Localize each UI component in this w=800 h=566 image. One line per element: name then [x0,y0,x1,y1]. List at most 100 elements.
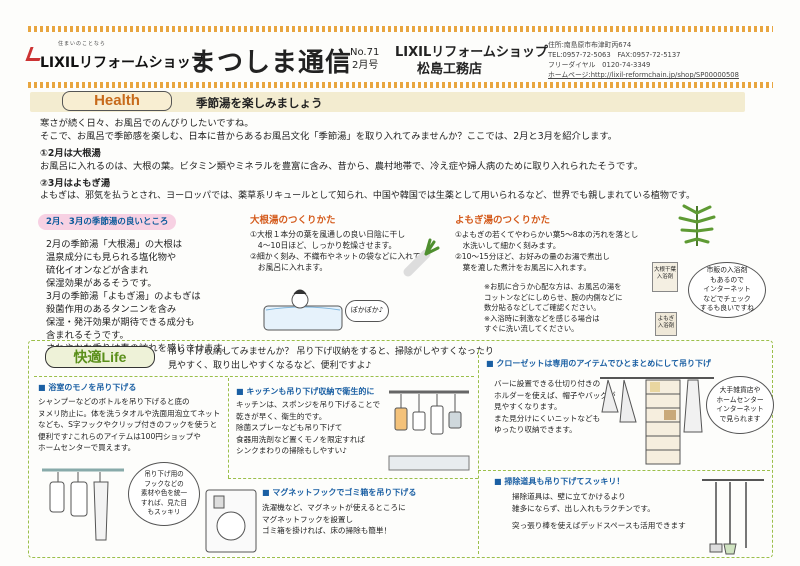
package-label: 大根干葉 [653,267,676,273]
bubble-line: インターネット [703,285,751,294]
yomogi-recipe: ①よもぎの若くてやわらかい葉5～8本の汚れを落とし 水洗いして細かく刻みます。 … [455,229,638,273]
kaiteki-intro-2: 見やすく、取り出しやすくなるなど、便利ですよ♪ [168,361,372,371]
closet-organizer-icon [600,377,714,465]
daikon-step: ①大根１本分の葉を風通しの良い日陰に干し [250,230,406,239]
kaiteki-life-label: 快適Life [45,346,155,368]
notice-line: ※お肌に合うか心配な方は、お風呂の湯を [484,282,622,291]
feb-heading: ①2月は大根湯 [40,148,101,159]
homepage-link[interactable]: ホームページ:http://lixil-reformchain.jp/shop/… [548,71,739,79]
shop-name-line1: LIXILリフォームショップ [395,45,548,60]
yomogi-recipe-title: よもぎ湯のつくりかた [455,215,551,226]
magnet-line: 洗濯機など、マグネットが使えるところに [262,503,406,512]
issue-info: No.71 2月号 [350,46,379,72]
cleaning-tools-icon [702,479,764,555]
bath-line: ヌメリ防止に。体を洗うタオルや洗面用泡立てネット [38,408,221,418]
closet-tip-bubble: 大手雑貨店や ホームセンター インターネット で見られます [706,376,774,434]
clean-line: 掃除道具は、壁に立てかけるより [512,492,626,501]
kitchen-line: 乾きが早く、衛生的です。 [236,411,327,421]
magnet-hook-heading: マグネットフックでゴミ箱を吊り下げる [262,487,416,498]
magnet-line: ゴミ箱を掛ければ、床の掃除も簡単！ [262,526,392,535]
bubble-line: 大手雑貨店や [719,386,761,394]
bath-hang-heading: 浴室のモノを吊り下げる [38,382,136,393]
kitchen-line: キッチンは、スポンジを吊り下げることで [236,400,381,409]
free-dial: フリーダイヤル 0120-74-3349 [548,61,651,69]
bath-line: 便利です♪これらのアイテムは100円ショップや [38,431,201,441]
header-bottom-stripe [28,82,773,88]
kitchen-hang-heading: キッチンも吊り下げ収納で衛生的に [236,386,374,397]
closet-line: また見分けにくいニットなども [494,413,601,423]
health-title: 季節湯を楽しみましょう [196,96,323,110]
clean-line: 突っ張り棒を使えばデッドスペースも活用できます [512,521,686,530]
magnet-line: マグネットフックを設置し [262,514,354,524]
bath-hanging-rod-icon [42,468,124,541]
kitchen-line: 除菌スプレーなども吊り下げて [236,423,343,432]
daikon-recipe-title: 大根湯のつくりかた [250,215,336,226]
yomogi-package: よもぎ 入浴剤 [655,312,677,336]
closet-line: ホルダーを使えば、帽子やバッグが [494,390,616,400]
mar-heading: ②3月はよもぎ湯 [40,178,111,189]
divider [34,376,474,377]
clean-line: 雑多にならず、出し入れもラクチンです。 [512,503,655,513]
closet-line: バーに設置できる仕切り付きの [494,379,601,388]
closet-hang-text: バーに設置できる仕切り付きの ホルダーを使えば、帽子やバッグが 見やすくなります… [494,378,616,436]
kitchen-hang-text: キッチンは、スポンジを吊り下げることで 乾きが早く、衛生的です。 除菌スプレーな… [236,399,380,457]
lixil-logo: LIXILリフォームショップ [40,55,205,71]
issue-month: 2月号 [352,60,379,71]
benefit-line: 含まれるそうです。 [46,330,129,341]
benefit-line: 2月の季節湯「大根湯」の大根は [46,239,183,250]
package-label: よもぎ [657,316,675,322]
notice-line: 数分貼るなどしてご確認ください。 [484,303,601,312]
benefit-line: 温泉成分にも見られる塩化物や [46,252,177,263]
net-bubble: 市販の入浴剤 もあるので インターネット などでチェック するも良いですね [688,262,766,318]
yomogi-step: 葉を漉した煮汁をお風呂に入れます。 [455,263,591,272]
benefit-line: 保湿・発汗効果が期待できる成分も [46,317,195,328]
closet-line: ゆったり収納できます。 [494,425,577,434]
daikon-step: お風呂に入れます。 [250,263,328,272]
notice: ※お肌に合うか心配な方は、お風呂の湯を コットンなどにしめらせ、腕の内側などに … [484,282,623,335]
bubble-line: ホームセンター [716,395,764,404]
daikon-step: 4～10日ほど、しっかり乾燥させます。 [250,241,397,250]
divider [478,470,770,471]
package-label: 入浴剤 [656,274,674,280]
benefit-line: 硫化イオンなどが含まれ [46,265,149,276]
health-band [30,92,745,112]
bubble-line: などでチェック [703,294,751,303]
bath-salt-package: 大根干葉 入浴剤 [652,262,678,292]
divider [228,378,229,478]
daikon-recipe: ①大根１本分の葉を風通しの良い日陰に干し 4～10日ほど、しっかり乾燥させます。… [250,229,421,273]
mar-text: よもぎは、邪気を払うとされ、ヨーロッパでは、薬草系リキュールとして知られ、中国や… [40,191,696,201]
shop-name-line2: 松島工務店 [417,62,483,77]
health-intro-2: そこで、お風呂で季節感を楽しむ、日本に昔からあるお風呂文化「季節湯」を取り入れて… [40,131,618,142]
notice-line: ※入浴時に刺激などを感じる場合は [484,313,600,323]
feb-text: お風呂に入れるのは、大根の葉。ビタミン類やミネラルを豊富に含み、昔から、農村地帯… [40,161,643,172]
package-label: 入浴剤 [657,323,675,329]
bath-line: ホームセンターで買えます。 [38,443,136,452]
bubble-line: フックなどの [144,479,184,488]
yomogi-step: ①よもぎの若くてやわらかい葉5～8本の汚れを落とし [455,230,639,239]
yomogi-leaf-icon [678,204,716,246]
bubble-line: 吊り下げ用の [144,470,184,479]
benefit-list: 2月の季節湯「大根湯」の大根は 温泉成分にも見られる塩化物や 硫化イオンなどが含… [46,238,231,355]
address: 住所:南島原市布津町丙674 [548,41,632,49]
contact-info: 住所:南島原市布津町丙674 TEL:0957-72-5063 FAX:0957… [548,40,739,80]
divider [228,478,478,479]
health-label: Health [62,91,172,111]
kitchen-line: 食器用洗剤など置くモノを限定すれば [236,434,366,444]
header-top-stripe [28,26,773,32]
bubble-line: で見られます [719,414,761,423]
cleaning-tools-heading: 掃除道具も吊り下げてスッキリ！ [494,476,624,487]
closet-hang-heading: クローゼットは専用のアイテムでひとまとめにして吊り下げ [486,358,711,369]
bubble-line: 市販の入浴剤 [706,266,748,275]
daikon-step: ②細かく刻み、不織布やネットの袋などに入れて [250,252,421,261]
bubble-line: すれば、見た目 [140,498,188,507]
daikon-icon [403,238,440,277]
cleaning-tools-text: 掃除道具は、壁に立てかけるより 雑多にならず、出し入れもラクチンです。 突っ張り… [512,491,686,532]
kaiteki-intro-1: 吊り下げ収納してみませんか？ 吊り下げ収納をすると、掃除がしやすくなったり [168,347,494,357]
bubble-line: インターネット [716,405,764,413]
bath-person-icon [263,289,343,331]
issue-number: No.71 [350,47,380,58]
bubble-line: 素材や色を統一 [140,489,188,498]
health-intro-1: 寒さが続く日々、お風呂でのんびりしたいですね。 [40,118,254,129]
bath-tip-bubble: 吊り下げ用の フックなどの 素材や色を統一 すれば、見た目 もスッキリ [128,462,200,526]
